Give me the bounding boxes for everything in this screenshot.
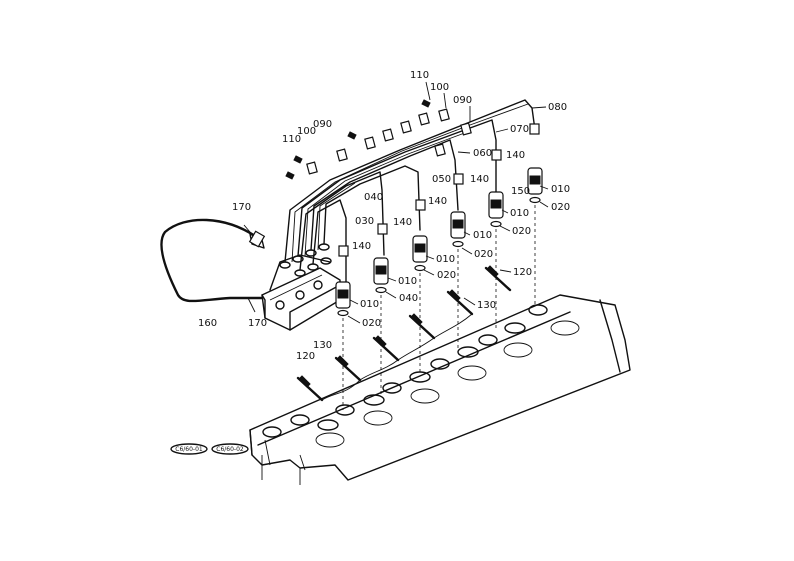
part-label-060: 060 <box>473 148 492 159</box>
part-label-100: 100 <box>430 82 449 93</box>
part-label-140: 140 <box>470 174 489 185</box>
part-label-140: 140 <box>393 217 412 228</box>
cylinder-head <box>249 294 631 485</box>
head-bolt-bosses <box>262 304 580 448</box>
reference-tags: C6/60-01 C6/60-02 <box>170 443 249 455</box>
part-label-010: 010 <box>360 299 379 310</box>
part-label-020: 020 <box>512 226 531 237</box>
reference-tag-1: C6/60-01 <box>175 446 203 453</box>
part-label-010: 010 <box>510 208 529 219</box>
fuel-return-pipe <box>160 218 266 313</box>
part-label-080: 080 <box>548 102 567 113</box>
part-label-110: 110 <box>410 70 429 81</box>
part-label-040: 040 <box>399 293 418 304</box>
part-label-170: 170 <box>248 318 267 329</box>
nozzle-4 <box>450 211 466 350</box>
part-label-020: 020 <box>362 318 381 329</box>
part-label-010: 010 <box>398 276 417 287</box>
nozzle-3 <box>412 235 428 372</box>
part-label-130: 130 <box>313 340 332 351</box>
part-label-110: 110 <box>282 134 301 145</box>
part-label-140: 140 <box>506 150 525 161</box>
part-label-050: 050 <box>432 174 451 185</box>
part-label-120: 120 <box>296 351 315 362</box>
part-label-170: 170 <box>232 202 251 213</box>
part-label-160: 160 <box>198 318 217 329</box>
part-label-030: 030 <box>355 216 374 227</box>
part-label-090: 090 <box>313 119 332 130</box>
reference-tag-2: C6/60-02 <box>216 446 244 453</box>
injection-pipes <box>284 99 536 283</box>
part-label-100: 100 <box>297 126 316 137</box>
part-label-130: 130 <box>477 300 496 311</box>
part-label-010: 010 <box>436 254 455 265</box>
leader-lines <box>347 81 549 324</box>
part-label-140: 140 <box>352 241 371 252</box>
part-label-090: 090 <box>453 95 472 106</box>
nozzle-5 <box>488 191 504 330</box>
glow-plugs <box>296 265 512 402</box>
part-label-020: 020 <box>551 202 570 213</box>
part-label-120: 120 <box>513 267 532 278</box>
nozzle-6 <box>527 167 543 305</box>
part-label-040: 040 <box>364 192 383 203</box>
part-label-140: 140 <box>428 196 447 207</box>
part-label-020: 020 <box>474 249 493 260</box>
pipe-nuts <box>338 123 540 257</box>
part-label-010: 010 <box>551 184 570 195</box>
part-label-020: 020 <box>437 270 456 281</box>
nozzle-1 <box>335 281 351 410</box>
part-label-070: 070 <box>510 124 529 135</box>
pipe-clamps <box>285 99 472 180</box>
part-label-150: 150 <box>511 186 530 197</box>
part-label-010: 010 <box>473 230 492 241</box>
